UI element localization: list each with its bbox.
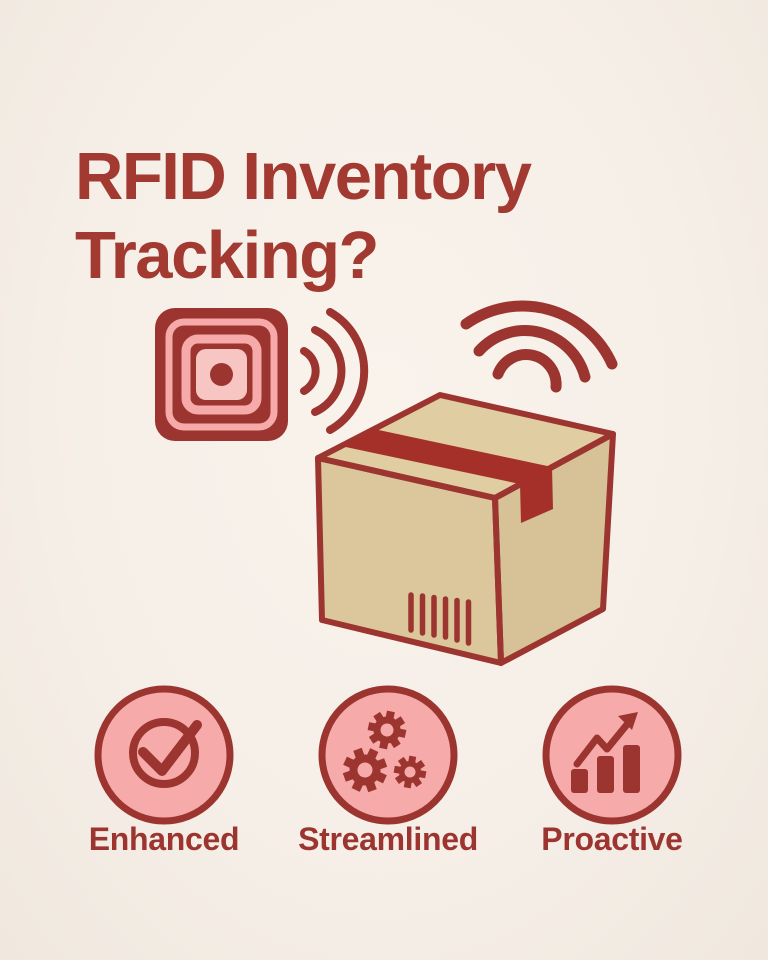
feature-circle-streamlined <box>318 685 458 825</box>
rfid-tag-icon <box>155 308 288 441</box>
tape-strip <box>341 429 552 484</box>
wifi-signal-icon <box>460 300 618 393</box>
title-line-1: RFID Inventory <box>75 138 532 214</box>
feature-bubble <box>542 685 682 825</box>
feature-circle-proactive <box>542 685 682 825</box>
cardboard-box-icon <box>315 392 616 666</box>
gears-icon <box>342 710 427 793</box>
feature-bubble <box>318 685 458 825</box>
tape-flap <box>520 467 553 523</box>
title-line-2: Tracking? <box>75 217 379 293</box>
feature-label-enhanced: Enhanced <box>88 821 240 857</box>
feature-label-proactive: Proactive <box>541 821 683 857</box>
rfid-tag-ring-outer <box>165 318 278 431</box>
page-title: RFID Inventory Tracking? <box>75 137 695 295</box>
feature-circle-enhanced <box>94 685 234 825</box>
check-circle-icon <box>129 718 202 788</box>
feature-bubble <box>94 685 234 825</box>
rfid-tag-dot <box>210 363 233 386</box>
barcode-icon <box>408 592 472 646</box>
rfid-tag-ring-inner <box>181 334 262 415</box>
growth-chart-icon <box>571 712 640 793</box>
feature-label-streamlined: Streamlined <box>298 821 478 857</box>
radio-waves-icon <box>300 308 369 434</box>
packing-tape-icon <box>341 429 553 523</box>
